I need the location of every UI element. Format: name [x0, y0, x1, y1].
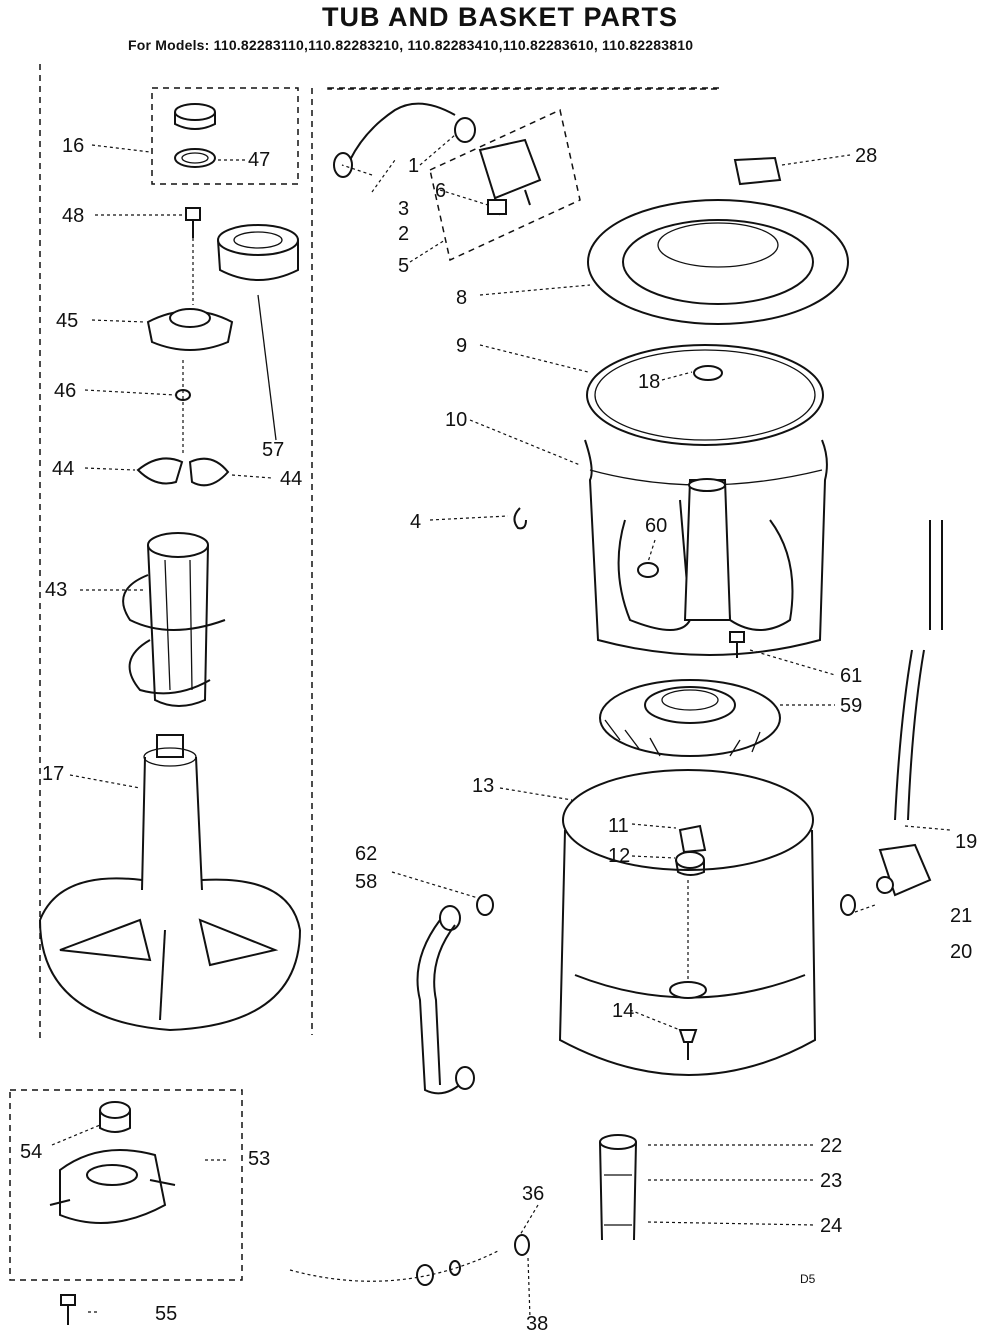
callout-60: 60: [645, 515, 667, 537]
callout-10: 10: [445, 409, 467, 431]
callout-3: 3: [398, 198, 409, 220]
part-21-pump-connector: [876, 843, 932, 897]
part-20-clamp: [840, 894, 856, 916]
part-1-hose: [333, 102, 476, 178]
part-38-seal: [416, 1260, 461, 1286]
callout-11: 11: [608, 815, 629, 837]
callout-61: 61: [840, 665, 862, 687]
part-16-box: [151, 87, 299, 185]
part-53-pump: [49, 1149, 176, 1224]
callout-46: 46: [54, 380, 76, 402]
callout-58: 58: [355, 871, 377, 893]
part-10-basket: [584, 439, 828, 656]
callout-6: 6: [435, 180, 446, 202]
leader-lines: [51, 134, 951, 1319]
callout-24: 24: [820, 1215, 842, 1237]
part-58-drain-hose: [416, 894, 494, 1095]
callout-23: 23: [820, 1170, 842, 1192]
part-57-cap: [217, 224, 299, 441]
part-16-cap: [174, 103, 216, 130]
callout-14: 14: [612, 1000, 634, 1022]
callout-21: 21: [950, 905, 972, 927]
callout-4: 4: [410, 511, 421, 533]
callout-5: 5: [398, 255, 409, 277]
diagram-title: TUB AND BASKET PARTS: [322, 2, 678, 32]
callout-1: 1: [408, 155, 419, 177]
callout-19: 19: [955, 831, 977, 853]
callout-18: 18: [638, 371, 660, 393]
part-60-clip: [637, 562, 659, 578]
callout-8: 8: [456, 287, 467, 309]
callout-12: 12: [608, 845, 630, 867]
part-19-hose: [894, 520, 943, 821]
part-44-dogs: [136, 457, 230, 487]
callout-20: 20: [950, 941, 972, 963]
part-43-auger: [122, 532, 226, 707]
part-53-box: [9, 1089, 243, 1281]
part-5-valve-bracket: [429, 108, 581, 262]
part-45-cam: [146, 308, 234, 351]
part-4-clip: [513, 507, 527, 530]
part-55-screw: [60, 1294, 76, 1325]
part-14-bolt: [678, 1029, 698, 1060]
agitator-group-border: [39, 60, 313, 1038]
part-59-hub: [599, 679, 781, 757]
callout-55: 55: [155, 1303, 177, 1325]
callout-44-right: 44: [280, 468, 302, 490]
top-dash-line: [327, 87, 721, 90]
callout-28: 28: [855, 145, 877, 167]
callout-53: 53: [248, 1148, 270, 1170]
callout-13: 13: [472, 775, 494, 797]
callout-38: 38: [526, 1313, 548, 1333]
callout-9: 9: [456, 335, 467, 357]
part-61-screw: [729, 631, 745, 658]
callout-54: 54: [20, 1141, 42, 1163]
callout-44-left: 44: [52, 458, 74, 480]
part-48-bolt: [185, 207, 201, 238]
callout-47: 47: [248, 149, 270, 171]
callout-59: 59: [840, 695, 862, 717]
callout-45: 45: [56, 310, 78, 332]
part-18-nut: [693, 365, 723, 381]
part-9-ring: [586, 344, 824, 446]
callout-16: 16: [62, 135, 84, 157]
part-17-agitator: [39, 734, 301, 1032]
part-11-seal: [678, 824, 707, 854]
part-13-outer-tub: [558, 769, 817, 1076]
part-8-tub-ring: [587, 199, 849, 325]
lead-38: [289, 1249, 501, 1282]
callout-17: 17: [42, 763, 64, 785]
callout-2: 2: [398, 223, 409, 245]
models-subtitle: For Models: 110.82283110,110.82283210, 1…: [128, 37, 694, 53]
part-12-bearing: [675, 851, 705, 876]
part-36-washer: [514, 1234, 530, 1256]
part-22-shaft: [599, 1134, 637, 1241]
callout-43: 43: [45, 579, 67, 601]
callout-22: 22: [820, 1135, 842, 1157]
callout-36: 36: [522, 1183, 544, 1205]
part-28-cap: [733, 156, 782, 186]
callout-48: 48: [62, 205, 84, 227]
corner-code: D5: [800, 1272, 816, 1286]
callout-62: 62: [355, 843, 377, 865]
callout-57: 57: [262, 439, 284, 461]
part-47-ring: [174, 148, 216, 168]
part-54-cap: [99, 1101, 131, 1133]
